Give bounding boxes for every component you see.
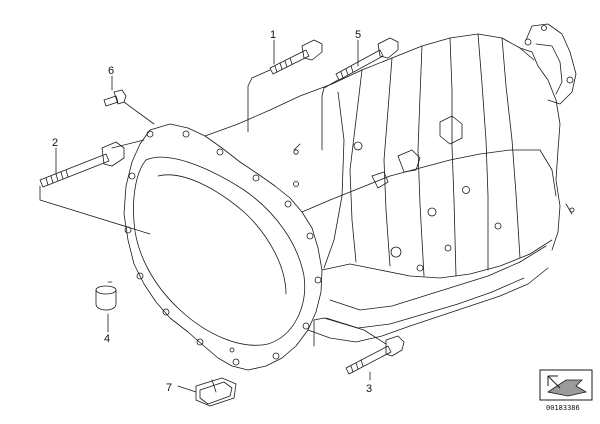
- part-6-short-bolt: [103, 89, 127, 107]
- part-4-dowel-sleeve: [95, 281, 117, 311]
- leader-lines: [39, 39, 387, 393]
- catalog-number: 00183386: [546, 404, 580, 412]
- callout-1: 1: [270, 29, 276, 41]
- callout-4: 4: [104, 333, 110, 345]
- part-7-clip: [195, 377, 237, 407]
- callout-6: 6: [108, 65, 114, 77]
- part-1-bolt: [269, 39, 323, 75]
- part-5-bolt: [335, 37, 399, 81]
- callout-3: 3: [366, 383, 372, 395]
- callout-2: 2: [52, 137, 58, 149]
- transmission-housing: [123, 23, 577, 371]
- navigation-arrow-icon: [539, 369, 593, 401]
- part-2-long-bolt: [39, 141, 125, 188]
- callout-5: 5: [355, 29, 361, 41]
- callout-7: 7: [166, 382, 172, 394]
- part-3-bolt: [345, 335, 405, 375]
- callout-labels: 1 2 3 4 5 6 7: [52, 29, 372, 395]
